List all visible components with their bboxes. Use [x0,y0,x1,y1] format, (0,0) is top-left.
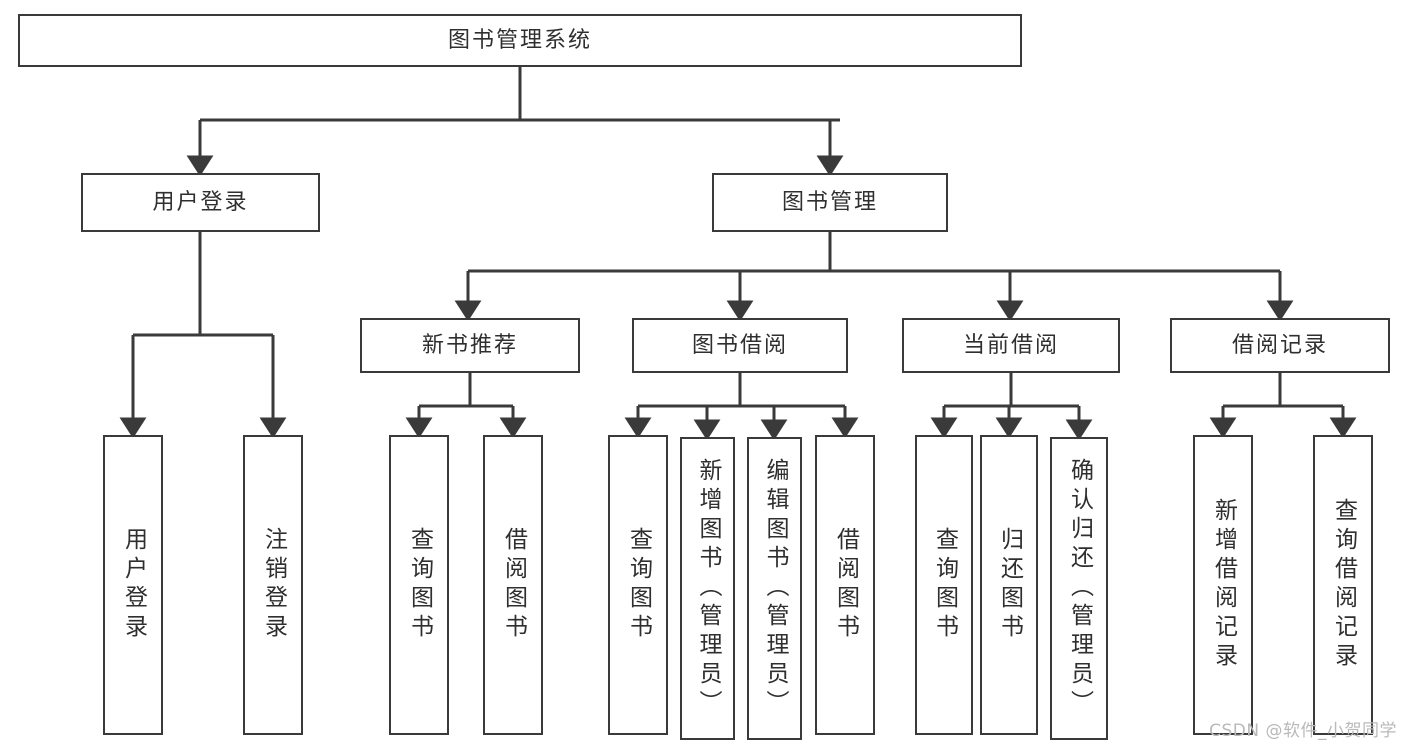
node-leaf-return-book[interactable]: 归还图书 [980,435,1038,735]
node-leaf-confirm-return-label: 确认归还（管理员） [1066,458,1093,719]
node-leaf-query-book-1[interactable]: 查询图书 [389,435,449,735]
node-book-borrow[interactable]: 图书借阅 [632,318,848,373]
node-root-system[interactable]: 图书管理系统 [18,14,1022,67]
node-book-manage[interactable]: 图书管理 [712,173,948,232]
edges-root-to-level1 [186,67,844,177]
node-book-borrow-label: 图书借阅 [691,332,788,358]
node-leaf-edit-book[interactable]: 编辑图书（管理员） [747,437,802,740]
node-leaf-borrow-book-2[interactable]: 借阅图书 [815,435,875,735]
edges-newbook-to-leaves [405,373,527,439]
node-current-borrow-label: 当前借阅 [962,332,1059,358]
node-user-login-label: 用户登录 [152,189,249,215]
node-leaf-add-book-label: 新增图书（管理员） [695,458,721,719]
node-new-book-rec-label: 新书推荐 [421,332,518,358]
node-leaf-query-book-1-label: 查询图书 [406,527,433,643]
node-leaf-add-record-label: 新增借阅记录 [1210,498,1237,672]
node-leaf-add-record[interactable]: 新增借阅记录 [1193,435,1253,735]
node-leaf-add-book[interactable]: 新增图书（管理员） [680,437,735,740]
edges-userlogin-to-leaves [119,232,287,439]
node-leaf-logout-label: 注销登录 [260,527,287,643]
node-leaf-query-book-3-label: 查询图书 [931,527,958,643]
node-borrow-record[interactable]: 借阅记录 [1170,318,1390,373]
node-leaf-return-book-label: 归还图书 [996,527,1023,643]
node-leaf-query-record-label: 查询借阅记录 [1330,498,1357,672]
node-borrow-record-label: 借阅记录 [1231,332,1328,358]
edges-currentborrow-to-leaves [930,373,1093,441]
node-leaf-confirm-return[interactable]: 确认归还（管理员） [1050,437,1108,740]
node-current-borrow[interactable]: 当前借阅 [902,318,1120,373]
node-leaf-query-book-3[interactable]: 查询图书 [915,435,973,735]
node-leaf-borrow-book-1-label: 借阅图书 [500,527,527,643]
node-leaf-logout[interactable]: 注销登录 [243,435,303,735]
edges-bookborrow-to-leaves [624,373,859,441]
node-leaf-user-login[interactable]: 用户登录 [103,435,163,735]
edges-borrowrecord-to-leaves [1209,373,1357,439]
node-book-manage-label: 图书管理 [781,189,878,215]
watermark: CSDN @软件_小贺同学 [1209,721,1397,741]
node-leaf-query-record[interactable]: 查询借阅记录 [1313,435,1373,735]
node-user-login[interactable]: 用户登录 [81,173,320,232]
node-leaf-borrow-book-1[interactable]: 借阅图书 [483,435,543,735]
edges-bookmanage-to-level2 [454,232,1294,322]
node-leaf-query-book-2-label: 查询图书 [625,527,652,643]
node-leaf-edit-book-label: 编辑图书（管理员） [762,458,788,719]
node-new-book-rec[interactable]: 新书推荐 [360,318,580,373]
node-leaf-borrow-book-2-label: 借阅图书 [832,527,859,643]
node-leaf-query-book-2[interactable]: 查询图书 [608,435,668,735]
node-leaf-user-login-label: 用户登录 [120,527,147,643]
node-root-label: 图书管理系统 [447,27,592,53]
